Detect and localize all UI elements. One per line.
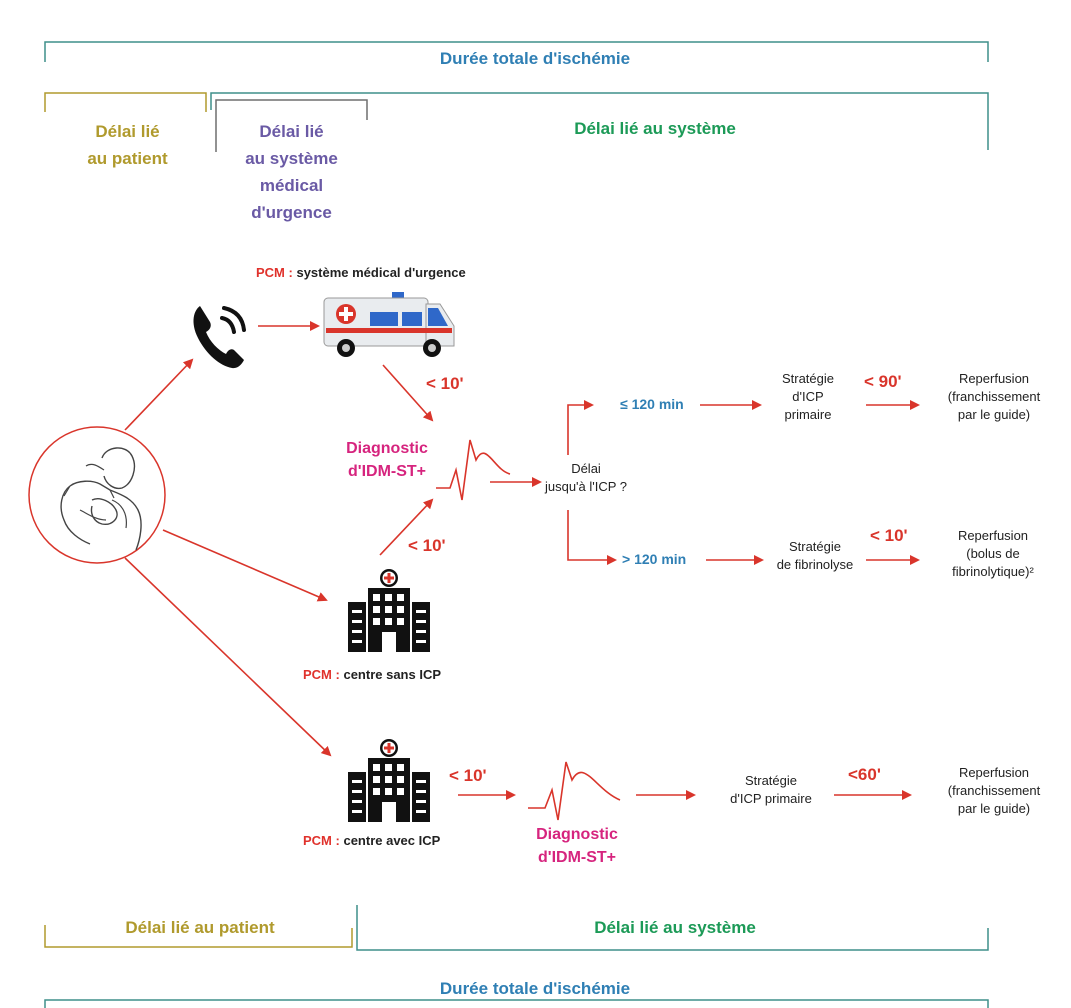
pcm-no-icp-label: PCM : centre sans ICP <box>303 667 442 682</box>
diagnostic-upper-label: Diagnostic d'IDM-ST+ <box>346 440 428 480</box>
reperfusion-guide-upper: Reperfusion (franchissement par le guide… <box>947 371 1041 422</box>
time-center-to-diag: < 10' <box>408 536 446 555</box>
bottom-total-ischemia-label: Durée totale d'ischémie <box>439 979 631 998</box>
time-gt120: > 120 min <box>622 551 687 567</box>
reperfusion-guide-lower: Reperfusion (franchissement par le guide… <box>947 765 1041 816</box>
patient-circle <box>28 426 166 564</box>
top-patient-bracket <box>44 92 207 112</box>
phone-icon <box>193 306 246 369</box>
branch-upper <box>567 400 594 455</box>
reperfusion-bolus: Reperfusion (bolus de fibrinolytique)² <box>952 528 1034 579</box>
ecg-icon <box>528 761 621 821</box>
diagnostic-lower-label: Diagnostic d'IDM-ST+ <box>536 826 618 866</box>
arrow-patient-to-center-no-icp <box>162 529 328 602</box>
time-le120: ≤ 120 min <box>620 396 684 412</box>
strategy-icp-primary-upper: Stratégie d'ICP primaire <box>781 371 835 422</box>
bottom-patient-delay-label: Délai lié au patient <box>125 918 275 937</box>
bottom-patient-bracket <box>44 925 353 948</box>
pcm-ems-label: PCM : système médical d'urgence <box>256 265 466 280</box>
bottom-system-delay-label: Délai lié au système <box>594 918 756 937</box>
hospital-icon <box>348 739 430 822</box>
top-system-delay-label: Délai lié au système <box>574 119 736 138</box>
top-patient-delay-label: Délai lié au patient <box>87 122 168 168</box>
pcm-with-icp-label: PCM : centre avec ICP <box>303 833 441 848</box>
strategy-icp-primary-lower: Stratégie d'ICP primaire <box>730 773 812 806</box>
bottom-total-ischemia-bracket <box>44 999 989 1008</box>
hospital-icon <box>348 569 430 652</box>
top-total-ischemia-label: Durée totale d'ischémie <box>439 49 631 68</box>
ambulance-icon <box>323 292 455 357</box>
time-ambulance-to-diag: < 10' <box>426 374 464 393</box>
top-system-bracket <box>210 92 989 150</box>
branch-lower <box>567 510 617 565</box>
arrow-ambulance-to-diagnostic <box>382 364 434 422</box>
strategy-fibrinolysis: Stratégie de fibrinolyse <box>776 539 854 572</box>
top-ems-bracket <box>215 99 368 152</box>
time-icp-center-to-diag: < 10' <box>449 766 487 785</box>
arrow-patient-to-center-with-icp <box>124 557 332 757</box>
time-lt90: < 90' <box>864 372 902 391</box>
time-lt60: <60' <box>848 765 881 784</box>
top-ems-delay-label: Délai lié au système médical d'urgence <box>245 122 338 222</box>
delay-question-label: Délai jusqu'à l'ICP ? <box>544 461 628 494</box>
arrow-center-to-diagnostic <box>379 498 434 556</box>
patient-chest-pain-illustration <box>60 447 142 551</box>
top-total-ischemia-bracket <box>44 41 989 62</box>
ecg-icon <box>436 439 511 501</box>
arrow-patient-to-phone <box>124 358 194 431</box>
bottom-system-bracket <box>356 905 989 951</box>
time-lt10-fib: < 10' <box>870 526 908 545</box>
